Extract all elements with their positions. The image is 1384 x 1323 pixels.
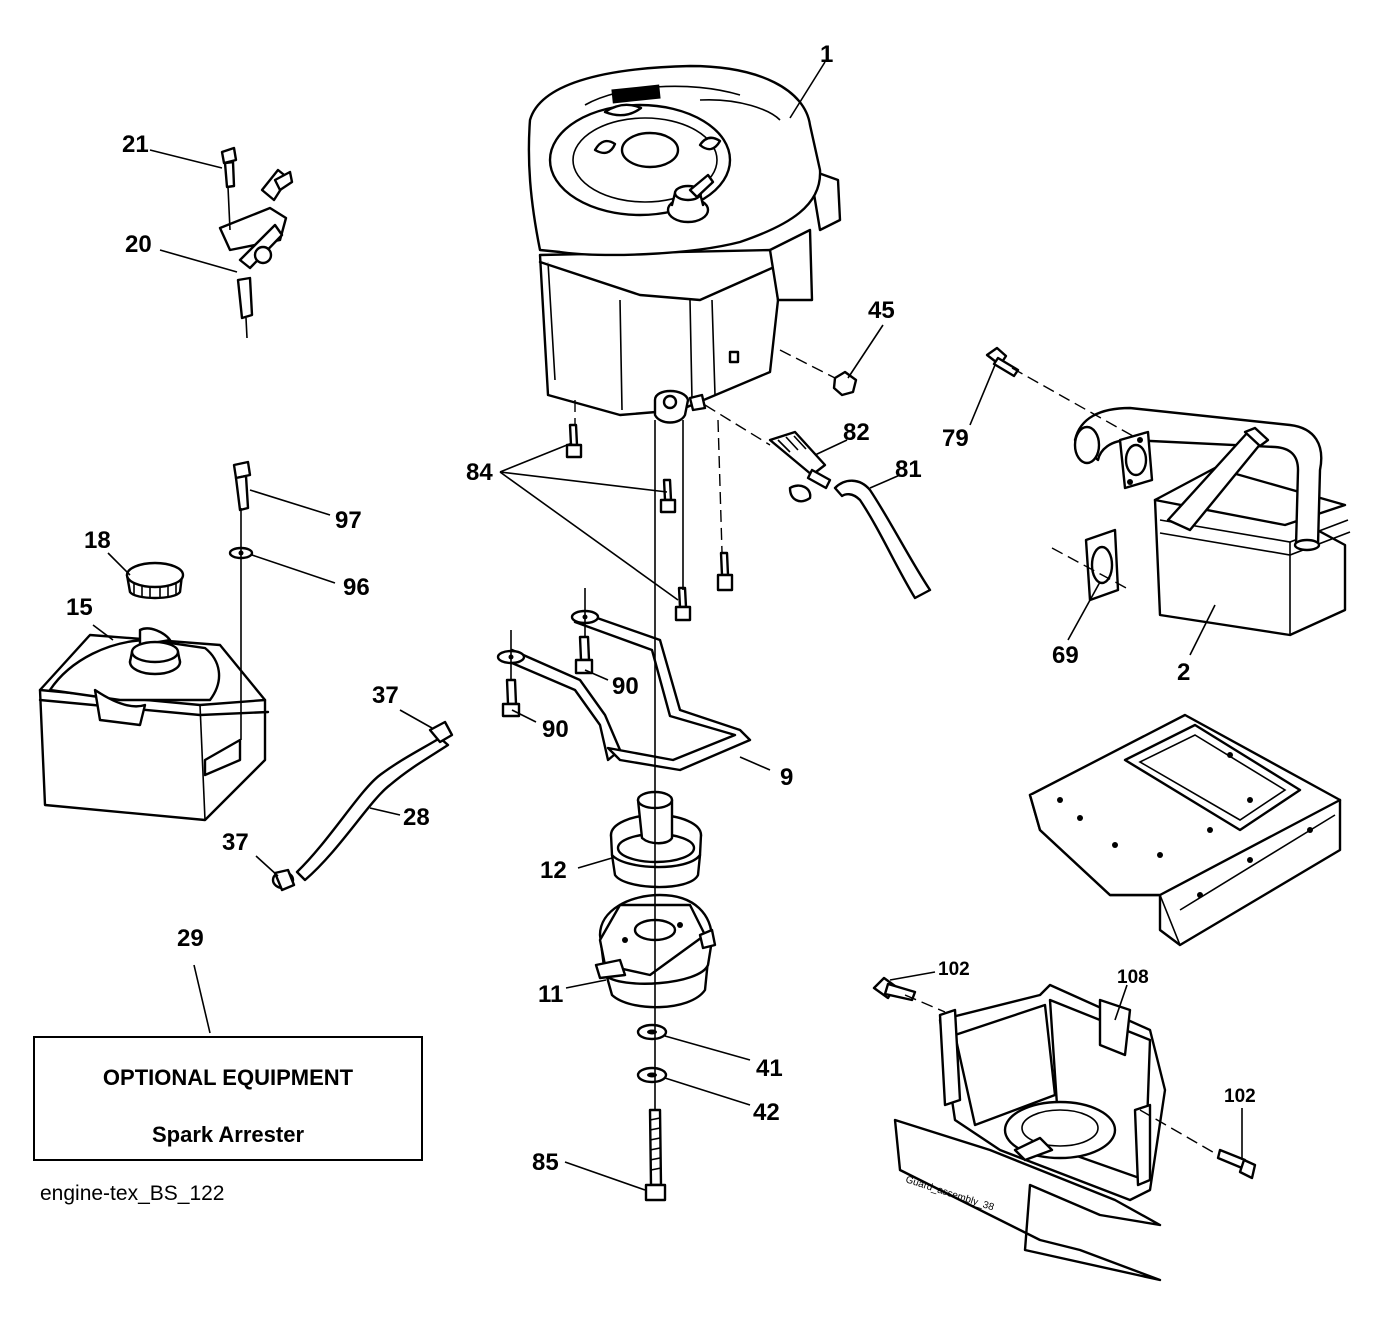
- bracket-screw-icon: [501, 635, 594, 718]
- exhaust-gasket-icon: [1084, 430, 1154, 602]
- callout-81: 81: [895, 456, 922, 483]
- exhaust-bolt-icon: [985, 346, 1020, 378]
- pto-clutch-icon: [594, 893, 717, 1009]
- fuel-cap-icon: [125, 561, 185, 600]
- callout-82: 82: [843, 419, 870, 446]
- callout-28: 28: [403, 804, 430, 831]
- callout-18: 18: [84, 527, 111, 554]
- callout-41: 41: [756, 1055, 783, 1082]
- callout-79: 79: [942, 425, 969, 452]
- callout-1: 1: [820, 41, 833, 68]
- fuel-hose-icon: [833, 479, 932, 600]
- throttle-control-icon: [218, 146, 294, 339]
- optional-equipment-box: OPTIONAL EQUIPMENT Spark Arrester: [33, 1036, 423, 1161]
- optional-equipment-title: OPTIONAL EQUIPMENT: [102, 1065, 354, 1090]
- callout-15: 15: [66, 594, 93, 621]
- callout-42: 42: [753, 1099, 780, 1126]
- callout-20: 20: [125, 231, 152, 258]
- engine-mount-plate-icon: [1028, 713, 1342, 947]
- callout-90-lower: 90: [542, 716, 569, 743]
- callout-37-upper: 37: [372, 682, 399, 709]
- callout-37-lower: 37: [222, 829, 249, 856]
- callout-102-left: 102: [938, 959, 970, 980]
- washer-icon: [636, 1023, 668, 1084]
- callout-85: 85: [532, 1149, 559, 1176]
- callout-84: 84: [466, 459, 493, 486]
- engine-icon: [527, 64, 842, 424]
- callout-12: 12: [540, 857, 567, 884]
- callout-102-right: 102: [1224, 1086, 1256, 1107]
- callout-21: 21: [122, 131, 149, 158]
- fuel-filter-icon: [768, 430, 832, 503]
- callout-90-upper: 90: [612, 673, 639, 700]
- callout-2: 2: [1177, 659, 1190, 686]
- engine-mount-bolt-icon: [565, 423, 734, 622]
- diagram-id: engine-tex_BS_122: [40, 1182, 225, 1205]
- callout-29: 29: [177, 925, 204, 952]
- guard-assembly-icon: Guard_assembly_38: [893, 983, 1167, 1282]
- fuel-tank-icon: [38, 627, 270, 822]
- engine-nut-icon: [832, 370, 858, 397]
- fuel-line-icon: [295, 736, 450, 882]
- clutch-bolt-icon: [644, 1108, 667, 1202]
- pulley-icon: [609, 790, 703, 889]
- muffler-icon: [1073, 406, 1351, 637]
- callout-96: 96: [343, 574, 370, 601]
- optional-equipment-item: Spark Arrester: [151, 1122, 305, 1147]
- callout-69: 69: [1052, 642, 1079, 669]
- callout-45: 45: [868, 297, 895, 324]
- callout-108: 108: [1117, 967, 1149, 988]
- callout-9: 9: [780, 764, 793, 791]
- callout-11: 11: [538, 981, 563, 1008]
- callout-97: 97: [335, 507, 362, 534]
